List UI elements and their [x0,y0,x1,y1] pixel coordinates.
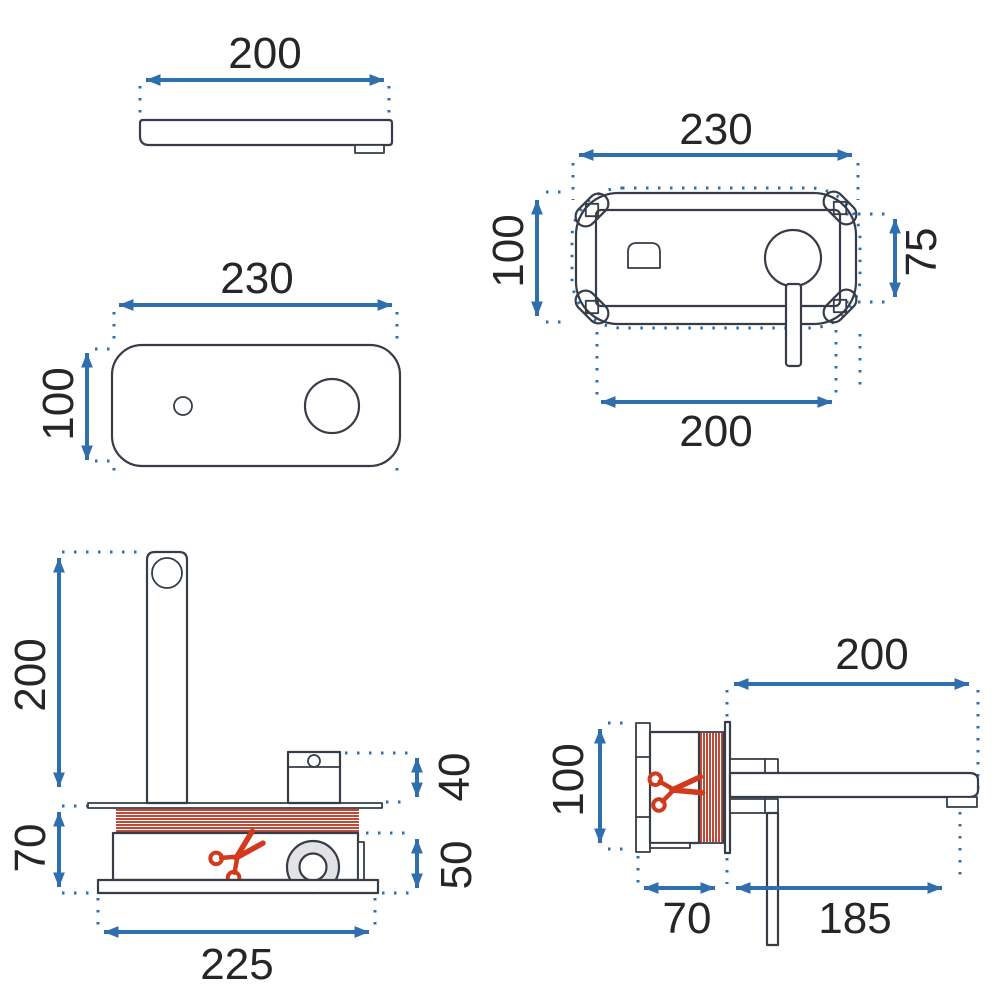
dim-depth: 70 [6,811,65,888]
dim-label-mixer-body-width: 200 [679,407,752,456]
spout-body [138,118,394,147]
dim-spout-length: 200 [145,29,385,86]
dim-label-depth: 70 [6,824,55,873]
spout-assembly [728,758,980,808]
washer-inner [298,852,328,882]
dim-label-mixer-plate-width: 230 [679,105,752,154]
dim-label-installed-depth: 70 [663,894,712,943]
cut-zone-hatch [116,809,359,832]
dim-label-installed-height: 100 [544,743,593,816]
installed-mixer-side [635,720,980,947]
valve-top [286,750,342,805]
pipe-inlet [151,557,183,589]
mounting-plate-edge [87,802,383,809]
dim-mixer-body-width: 200 [600,396,833,456]
box-outline [574,191,858,326]
dim-outlet-reach: 185 [735,882,943,943]
dim-label-spout-reach: 200 [835,630,908,679]
rough-in-box-front [570,186,862,368]
handle-base-stub [729,798,779,814]
view-spout-side: 200 [138,29,394,154]
dim-label-valve-height: 40 [430,753,479,802]
spout-base-stub [729,758,779,774]
box-foot [649,842,691,849]
dim-label-plate-width: 230 [220,254,293,303]
dim-installed-height: 100 [544,728,606,844]
spout-outlet [627,242,661,269]
view-plate-front: 230 100 [34,254,402,479]
valve-screw [307,754,321,768]
handle-hole [303,377,361,435]
dim-valve-height: 40 [411,753,479,802]
valve-body-front [594,208,842,308]
dim-plate-height: 100 [34,352,93,461]
dim-body-width: 225 [103,926,370,989]
dim-label-body-width: 225 [200,940,273,989]
dim-label-spout-length: 200 [228,29,301,78]
dim-label-mixer-plate-height: 100 [484,214,533,287]
handle-lever [784,282,803,368]
dim-plate-width: 230 [118,254,393,311]
dim-label-plate-height: 100 [34,367,83,440]
cover-plate-face [110,343,402,468]
spout-riser-pipe [145,550,189,805]
spout-arm [728,771,980,799]
dim-label-mixer-body-height: 75 [897,228,946,277]
dim-installed-depth: 70 [643,882,716,943]
spout-hole [173,396,193,416]
dim-label-outlet-reach: 185 [818,894,891,943]
dim-label-pipe-height: 200 [6,638,55,711]
back-strip [635,722,651,853]
spout-profile [138,118,394,154]
concealed-body-side [87,550,383,895]
cut-zone-border [698,731,725,844]
cover-plate [110,343,402,468]
dim-label-lower-body-height: 50 [432,841,481,890]
view-body-side: 200 70 40 50 225 [6,550,481,989]
aerator [946,796,978,808]
valve-box [286,750,342,805]
dim-mixer-body-height: 75 [889,218,946,298]
aerator [354,144,385,154]
base-flange [96,878,380,895]
dim-mixer-plate-width: 230 [578,105,853,161]
handle-lever-drop [765,811,780,947]
handle-assembly [729,798,780,947]
side-tab [357,841,365,881]
view-mixer-front: 230 100 75 200 [484,105,946,456]
dim-pipe-height: 200 [6,557,65,788]
view-installed-side: 200 100 70 185 [544,630,980,947]
cartridge-circle [763,228,823,288]
dim-spout-reach: 200 [733,630,970,690]
dim-lower-body-height: 50 [411,838,481,890]
cut-zone-hatch-vertical [700,733,723,842]
dim-mixer-plate-height: 100 [484,199,543,317]
